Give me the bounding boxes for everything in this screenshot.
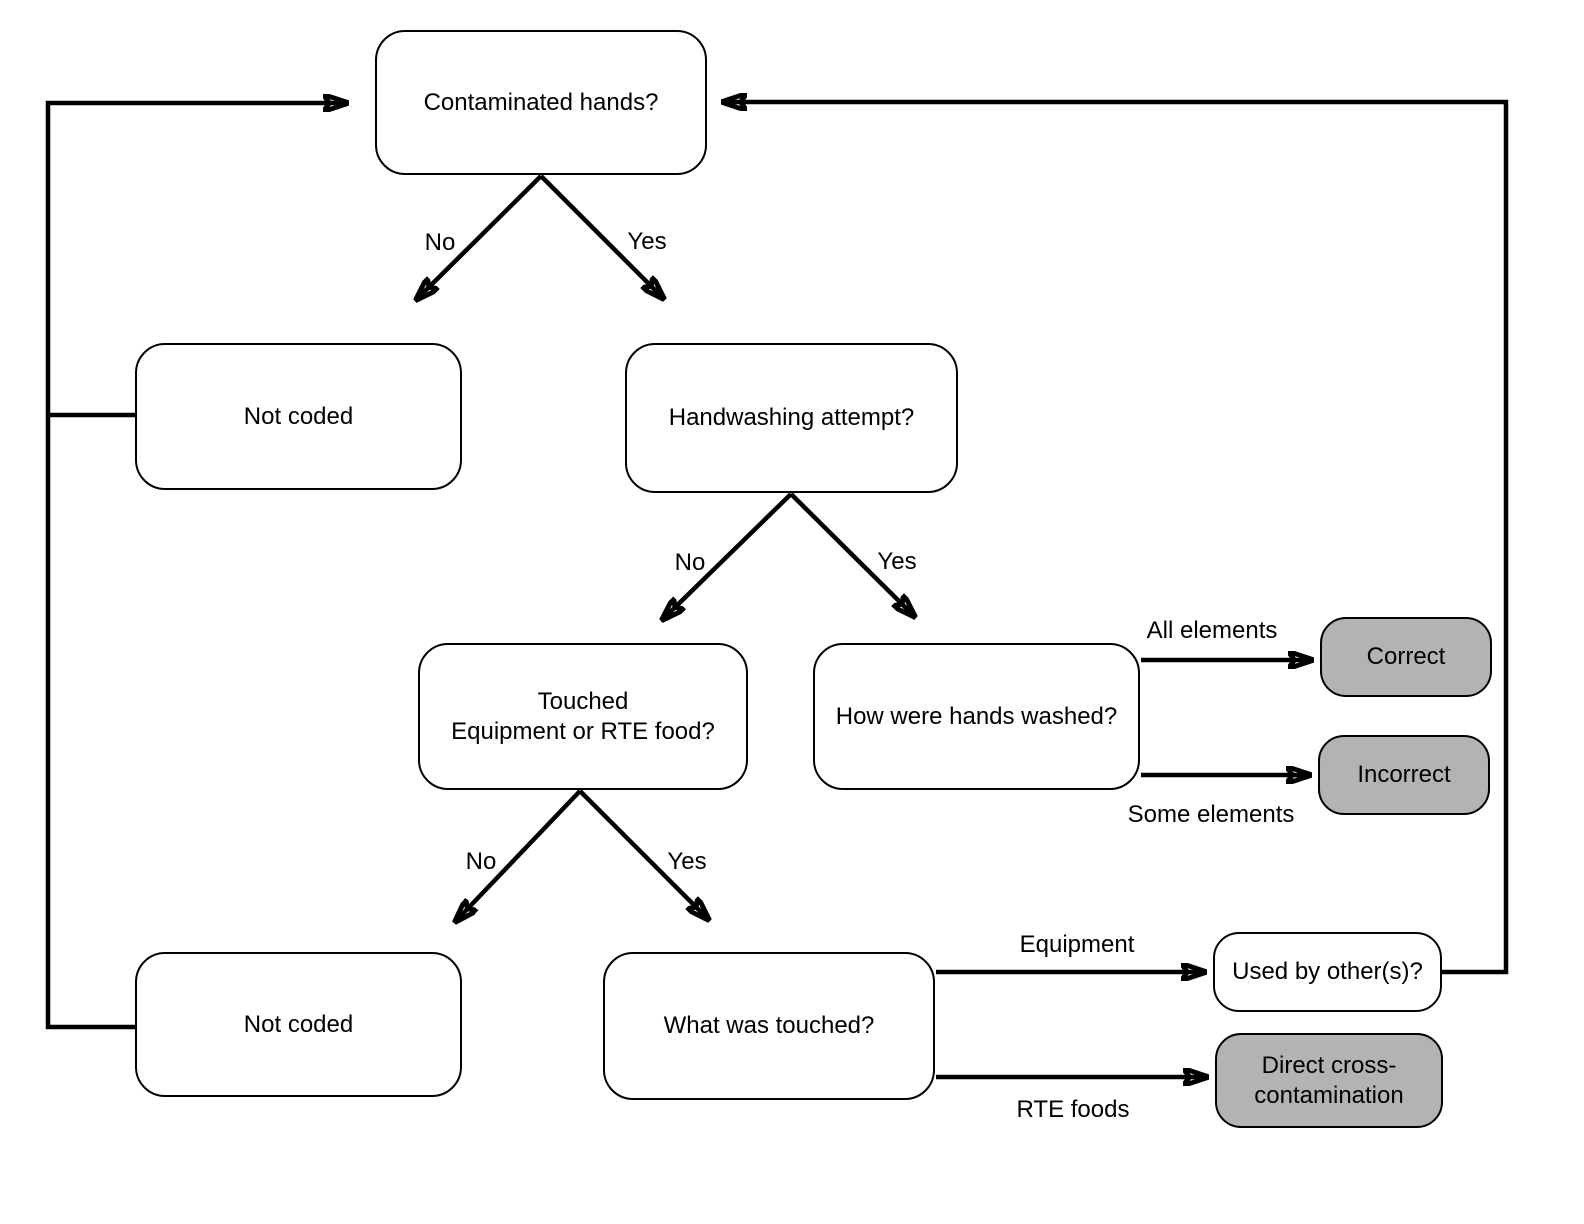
- edge-label-equipment: Equipment: [1019, 931, 1135, 958]
- node-contaminated-hands: Contaminated hands?: [375, 30, 707, 175]
- node-not-coded-top: Not coded: [135, 343, 462, 490]
- node-used-by-others: Used by other(s)?: [1213, 932, 1442, 1012]
- edge-label-contaminated-no: No: [424, 229, 456, 256]
- edge-label-handwashing-no: No: [674, 549, 706, 576]
- edge-handwashing-yes: [789, 492, 916, 618]
- edge-label-rte-foods: RTE foods: [1016, 1096, 1130, 1123]
- edge-loop-left: [45, 103, 349, 1030]
- edge-label-touched-no: No: [465, 848, 497, 875]
- edge-touched-no: [454, 789, 582, 923]
- edge-label-some-elements: Some elements: [1127, 801, 1295, 828]
- node-how-were-hands-washed: How were hands washed?: [813, 643, 1140, 790]
- node-correct: Correct: [1320, 617, 1492, 697]
- edge-contaminated-yes: [539, 174, 665, 300]
- node-touched-equipment-or-rte: Touched Equipment or RTE food?: [418, 643, 748, 790]
- edge-label-touched-yes: Yes: [667, 848, 707, 875]
- edge-label-contaminated-yes: Yes: [627, 228, 667, 255]
- node-incorrect: Incorrect: [1318, 735, 1490, 815]
- node-not-coded-bottom: Not coded: [135, 952, 462, 1097]
- edge-loop-right: [721, 102, 1509, 975]
- node-direct-cross-contamination: Direct cross- contamination: [1215, 1033, 1443, 1128]
- edge-label-handwashing-yes: Yes: [877, 548, 917, 575]
- node-what-was-touched: What was touched?: [603, 952, 935, 1100]
- edge-touched-yes: [578, 789, 710, 921]
- node-handwashing-attempt: Handwashing attempt?: [625, 343, 958, 493]
- edge-label-all-elements: All elements: [1146, 617, 1278, 644]
- edge-contaminated-no: [415, 174, 543, 301]
- edge-handwashing-no: [661, 492, 793, 621]
